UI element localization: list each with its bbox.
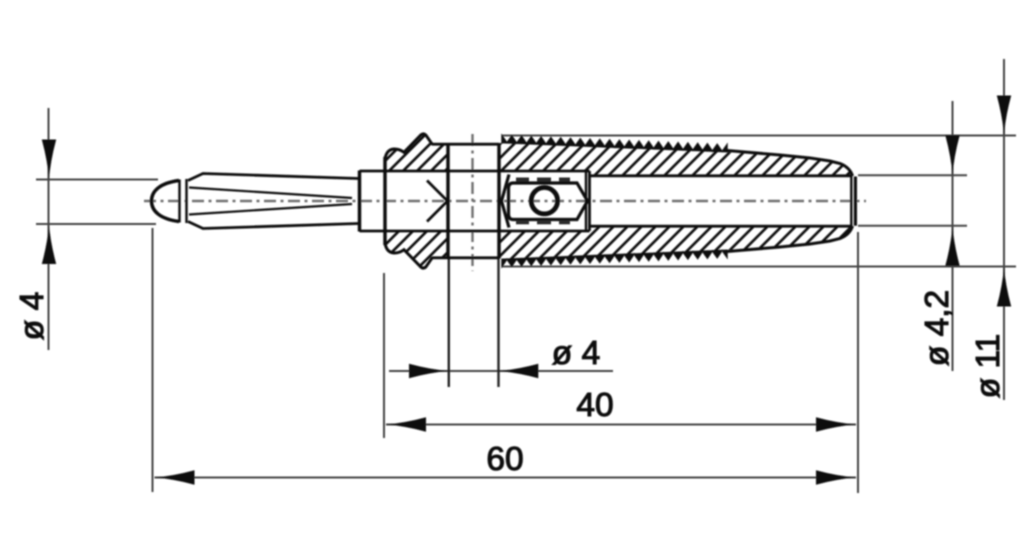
- svg-text:ø 4: ø 4: [14, 292, 51, 340]
- svg-text:ø 4,2: ø 4,2: [919, 290, 956, 366]
- svg-text:40: 40: [576, 387, 613, 424]
- svg-text:ø 4: ø 4: [552, 335, 600, 372]
- svg-text:ø 11: ø 11: [970, 334, 1007, 399]
- svg-text:60: 60: [486, 441, 523, 478]
